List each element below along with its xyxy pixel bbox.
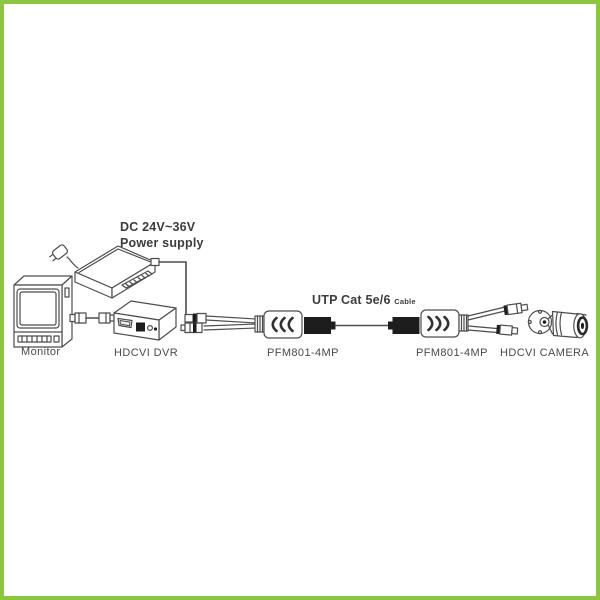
- dvr-label: HDCVI DVR: [114, 347, 179, 359]
- dvr-bnc-port: [147, 325, 154, 332]
- balun-left-power-connector: [184, 312, 207, 324]
- balun-left-bnc-connector: [180, 322, 203, 334]
- balun-right-bnc-connector: [503, 302, 529, 316]
- monitor-label: Monitor: [21, 346, 61, 358]
- balun-right-chevrons-icon: [427, 315, 450, 332]
- power-supply-graphic: [49, 244, 156, 299]
- balun-left-chevrons-icon: [271, 316, 294, 333]
- dvr-black-port: [136, 322, 145, 332]
- power-plug-icon: [49, 244, 79, 269]
- camera-label: HDCVI CAMERA: [500, 347, 590, 359]
- power-supply-label-line2: Power supply: [120, 236, 204, 250]
- balun-right-rj45-plug: [388, 317, 420, 334]
- balun-right-graphic: [388, 302, 529, 338]
- power-supply-label-line1: DC 24V~36V: [120, 220, 196, 234]
- utp-cable-label: UTP Cat 5e/6 Cable: [312, 293, 416, 307]
- balun-left-rj45-plug: [304, 317, 336, 334]
- utp-cable-label-main: UTP Cat 5e/6: [312, 293, 391, 307]
- dvr-dc-port: [153, 327, 158, 331]
- dvr-vga-port: [117, 317, 133, 329]
- balun-right-power-connector: [496, 324, 519, 336]
- monitor-graphic: [13, 275, 73, 348]
- power-supply-ribbed-connector: [121, 270, 153, 289]
- power-wire-line: [150, 257, 187, 317]
- balun-left-graphic: [180, 310, 336, 339]
- dvr-graphic: [113, 300, 177, 341]
- camera-graphic: [527, 309, 589, 339]
- camera-body: [551, 310, 578, 339]
- camera-lens-icon: [573, 313, 589, 339]
- balun-right-label: PFM801-4MP: [416, 347, 488, 359]
- balun-left-label: PFM801-4MP: [267, 347, 339, 359]
- utp-cable-label-suffix: Cable: [394, 297, 416, 306]
- monitor-dvr-cable: [69, 312, 115, 324]
- monitor-screen: [16, 288, 60, 329]
